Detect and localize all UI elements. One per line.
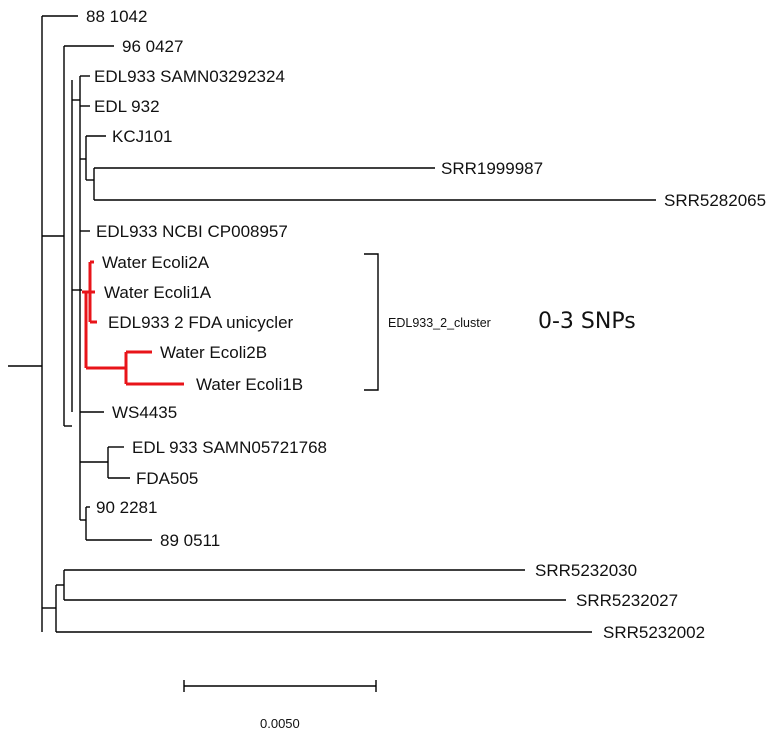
label-srr5232002: SRR5232002 — [603, 623, 705, 642]
label-srr5232027: SRR5232027 — [576, 591, 678, 610]
label-edl933-ncbi-cp008957: EDL933 NCBI CP008957 — [96, 222, 288, 241]
label-water-ecoli2b: Water Ecoli2B — [160, 343, 267, 362]
label-ws4435: WS4435 — [112, 403, 177, 422]
label-water-ecoli1a: Water Ecoli1A — [104, 283, 212, 302]
label-srr1999987: SRR1999987 — [441, 159, 543, 178]
label-88-1042: 88 1042 — [86, 7, 147, 26]
label-edl-933-samn05721768: EDL 933 SAMN05721768 — [132, 438, 327, 457]
label-96-0427: 96 0427 — [122, 37, 183, 56]
leaf-labels: 88 1042 96 0427 EDL933 SAMN03292324 EDL … — [86, 7, 766, 642]
cluster-label: EDL933_2_cluster — [388, 316, 491, 330]
scale-bar-label: 0.0050 — [260, 716, 300, 731]
label-edl933-2-fda-unicycler: EDL933 2 FDA unicycler — [108, 313, 294, 332]
label-srr5232030: SRR5232030 — [535, 561, 637, 580]
label-89-0511: 89 0511 — [160, 531, 220, 550]
label-edl933-samn03292324: EDL933 SAMN03292324 — [94, 67, 285, 86]
label-water-ecoli1b: Water Ecoli1B — [196, 375, 303, 394]
cluster-bracket — [364, 253, 379, 391]
cluster-branches — [82, 260, 184, 386]
scale-bar — [183, 680, 377, 692]
label-kcj101: KCJ101 — [112, 127, 172, 146]
snp-note: 0-3 SNPs — [538, 309, 636, 334]
label-fda505: FDA505 — [136, 469, 198, 488]
label-90-2281: 90 2281 — [96, 498, 157, 517]
label-srr5282065: SRR5282065 — [664, 191, 766, 210]
tree-branches — [8, 15, 656, 633]
label-water-ecoli2a: Water Ecoli2A — [102, 253, 210, 272]
label-edl-932: EDL 932 — [94, 97, 160, 116]
